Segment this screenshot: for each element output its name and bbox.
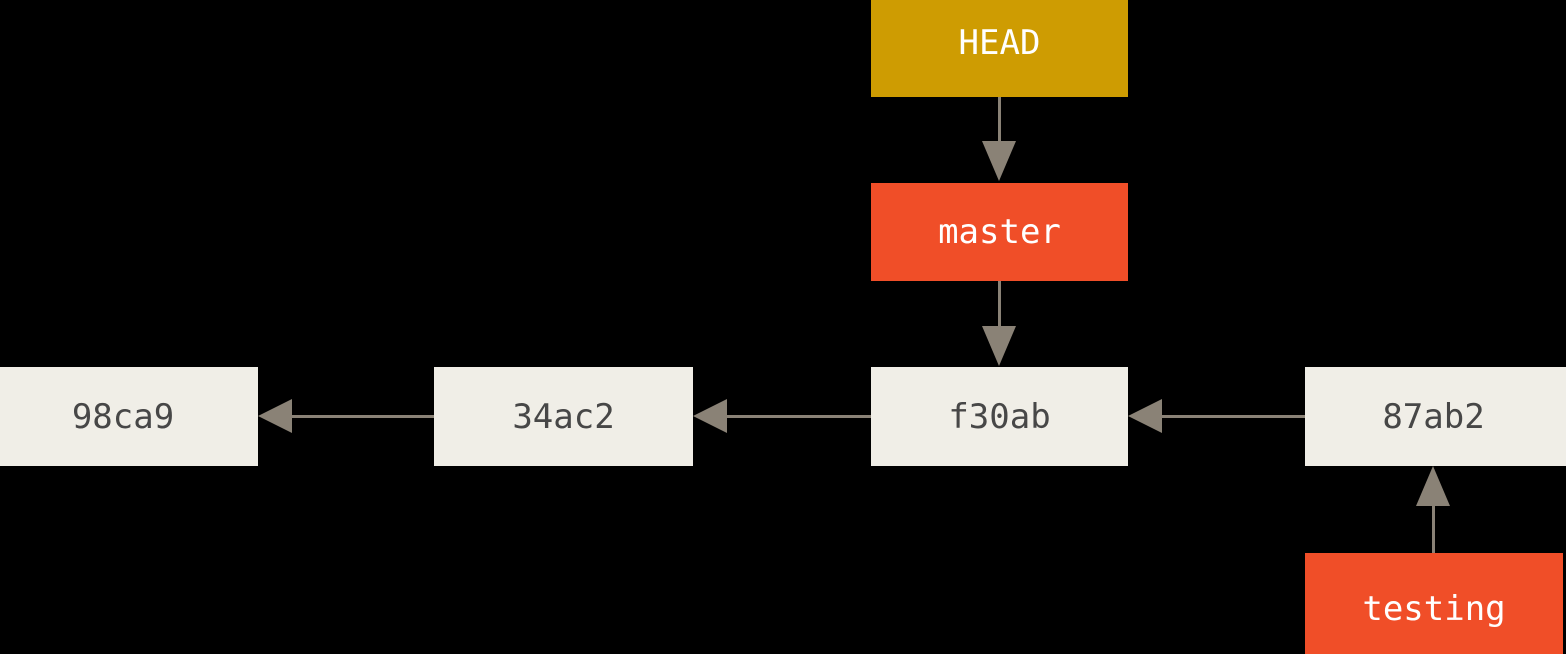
arrowhead-left-icon <box>258 399 292 433</box>
commit-label-f30ab: f30ab <box>948 396 1051 437</box>
arrow-shaft <box>727 415 871 418</box>
commit-box-34ac2[interactable]: 34ac2 <box>434 367 693 466</box>
commit-label-98ca9: 98ca9 <box>71 396 175 437</box>
arrow-shaft <box>1432 500 1435 553</box>
arrowhead-down-icon <box>982 141 1016 181</box>
commit-box-98ca9[interactable]: 98ca9 <box>0 367 258 466</box>
commit-box-87ab2[interactable]: 87ab2 <box>1305 367 1566 466</box>
branch-label-testing: testing <box>1362 589 1506 629</box>
branch-label-master: master <box>938 212 1061 252</box>
arrow-shaft <box>998 281 1001 331</box>
branch-box-master[interactable]: master <box>871 183 1128 281</box>
branch-box-testing[interactable]: testing <box>1305 553 1563 654</box>
arrowhead-up-icon <box>1416 466 1450 506</box>
commit-label-34ac2: 34ac2 <box>512 396 615 437</box>
arrowhead-left-icon <box>693 399 727 433</box>
arrow-shaft <box>292 415 434 418</box>
arrow-shaft <box>998 97 1001 147</box>
arrowhead-down-icon <box>982 326 1016 366</box>
head-pointer-label: HEAD <box>958 22 1041 63</box>
head-pointer-box[interactable]: HEAD <box>871 0 1128 97</box>
arrow-shaft <box>1162 415 1305 418</box>
arrowhead-left-icon <box>1128 399 1162 433</box>
commit-box-f30ab[interactable]: f30ab <box>871 367 1128 466</box>
commit-label-87ab2: 87ab2 <box>1382 396 1485 437</box>
